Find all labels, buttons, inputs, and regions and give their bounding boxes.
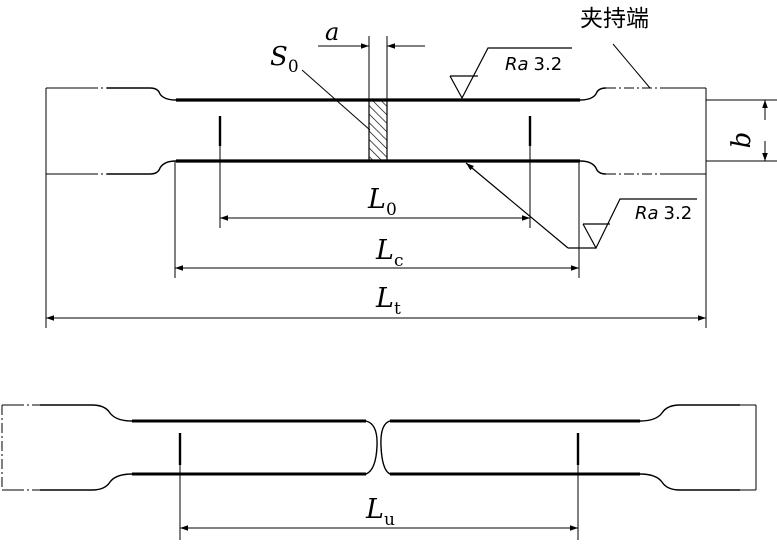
width-b-dimension [706, 99, 777, 162]
gauge-marks-lu [178, 433, 580, 465]
label-a: a [325, 18, 339, 46]
label-clamp-end: 夹持端 [580, 6, 649, 32]
grip-phantom-lines-bottom [1, 404, 40, 491]
label-s0: S0 [270, 42, 299, 77]
gauge-marks-l0 [218, 116, 532, 146]
s0-leader [301, 69, 371, 131]
clamp-end-leader [612, 43, 651, 89]
label-lt: Lt [375, 283, 401, 319]
grip-phantom-lines-top [88, 87, 660, 175]
roughness-symbol-bottom [465, 162, 697, 250]
gauge-extension-lines [174, 146, 580, 278]
thickness-a-lines [318, 36, 425, 100]
label-lu: Lu [365, 494, 395, 530]
label-b: b [727, 132, 757, 149]
label-lc: Lc [375, 235, 403, 271]
specimen-outline-bottom [2, 404, 757, 491]
label-l0: L0 [367, 184, 397, 220]
cross-section-hatch [368, 99, 388, 162]
roughness-symbol-top [449, 47, 572, 100]
